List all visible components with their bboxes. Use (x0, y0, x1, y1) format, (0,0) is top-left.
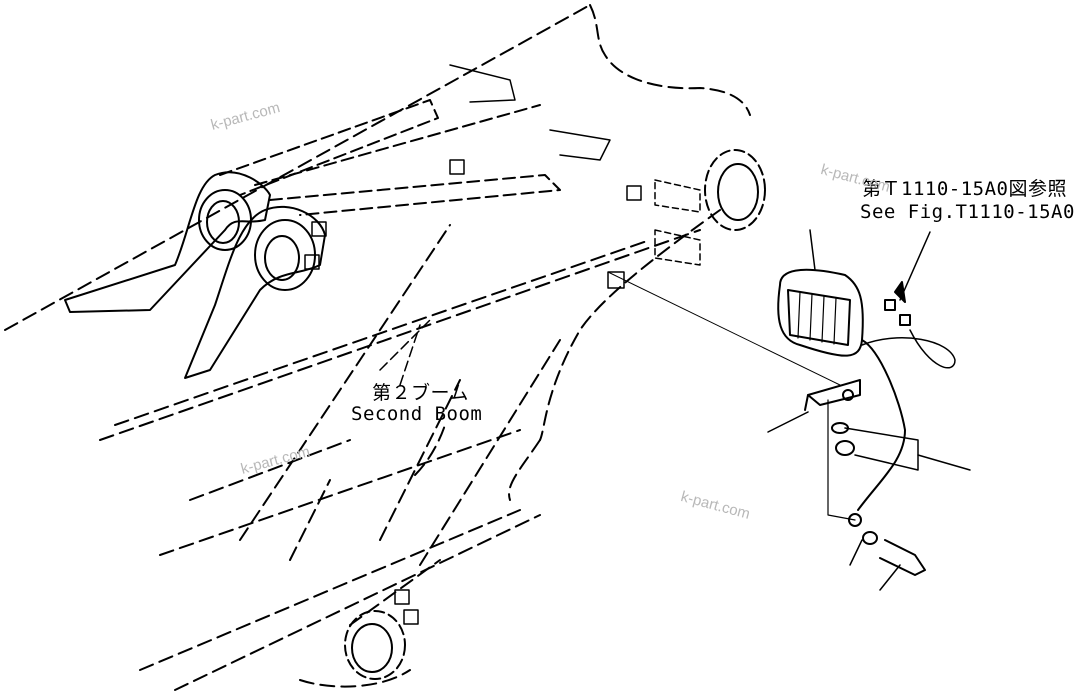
boom-label-jp: 第２ブーム (372, 382, 469, 404)
boom-label-en: Second Boom (351, 403, 483, 425)
boom-leaders (379, 319, 431, 386)
upper-braces (219, 99, 561, 216)
boom-outline (4, 4, 751, 691)
mount-brackets (304, 64, 701, 625)
reference-label-jp: 第Ｔ1110-15A0図参照 (862, 178, 1067, 200)
work-light-assembly (607, 229, 971, 591)
reference-label-en: See Fig.T1110-15A0 (860, 201, 1075, 223)
right-pin-boss (704, 149, 766, 231)
bottom-pin-boss (344, 610, 406, 680)
